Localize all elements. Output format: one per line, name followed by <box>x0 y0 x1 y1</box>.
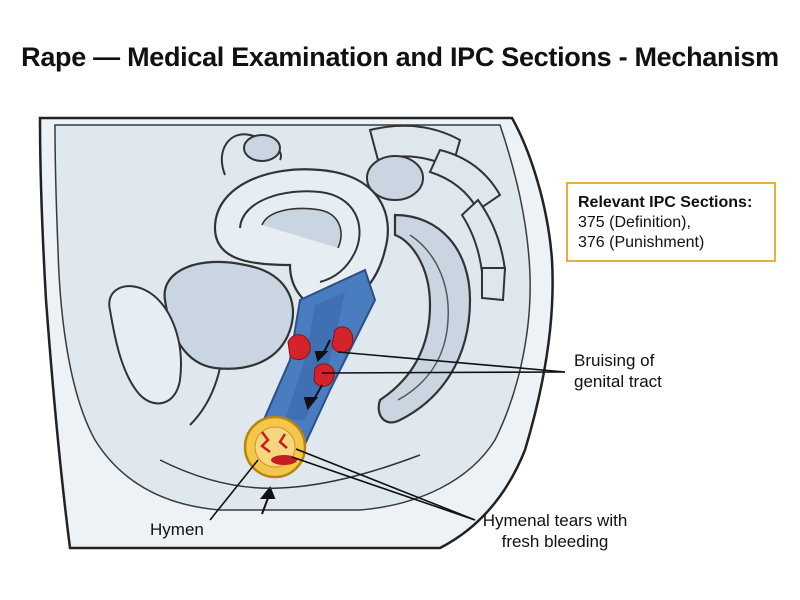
ipc-sections-callout: Relevant IPC Sections: 375 (Definition),… <box>566 182 776 262</box>
bruising-label: Bruising of genital tract <box>574 350 662 392</box>
rectum <box>377 213 472 424</box>
hymenal-tears <box>260 431 288 453</box>
direction-arrows <box>259 339 331 515</box>
ipc-line-punishment: 376 (Punishment) <box>578 234 705 251</box>
fresh-bleeding <box>271 455 297 465</box>
urethra <box>189 367 221 426</box>
ovary <box>243 134 281 162</box>
bruising-label-line2: genital tract <box>574 372 662 391</box>
hymenal-label-line1: Hymenal tears with <box>482 511 628 530</box>
leader-lines <box>209 351 566 521</box>
hymenal-tears-label: Hymenal tears with fresh bleeding <box>470 510 640 552</box>
uterus <box>213 168 389 312</box>
bruising-label-line1: Bruising of <box>574 351 655 370</box>
bladder <box>163 260 295 370</box>
hymen-label: Hymen <box>150 520 204 539</box>
ipc-heading: Relevant IPC Sections: <box>578 194 753 211</box>
pubic-bone <box>108 285 182 405</box>
rectum-top <box>366 155 424 201</box>
page-title: Rape — Medical Examination and IPC Secti… <box>21 42 779 72</box>
bruise-marks <box>287 326 354 387</box>
hymenal-label-line2: fresh bleeding <box>501 532 609 551</box>
ipc-line-definition: 375 (Definition), <box>578 214 691 231</box>
sacrum <box>368 124 507 302</box>
